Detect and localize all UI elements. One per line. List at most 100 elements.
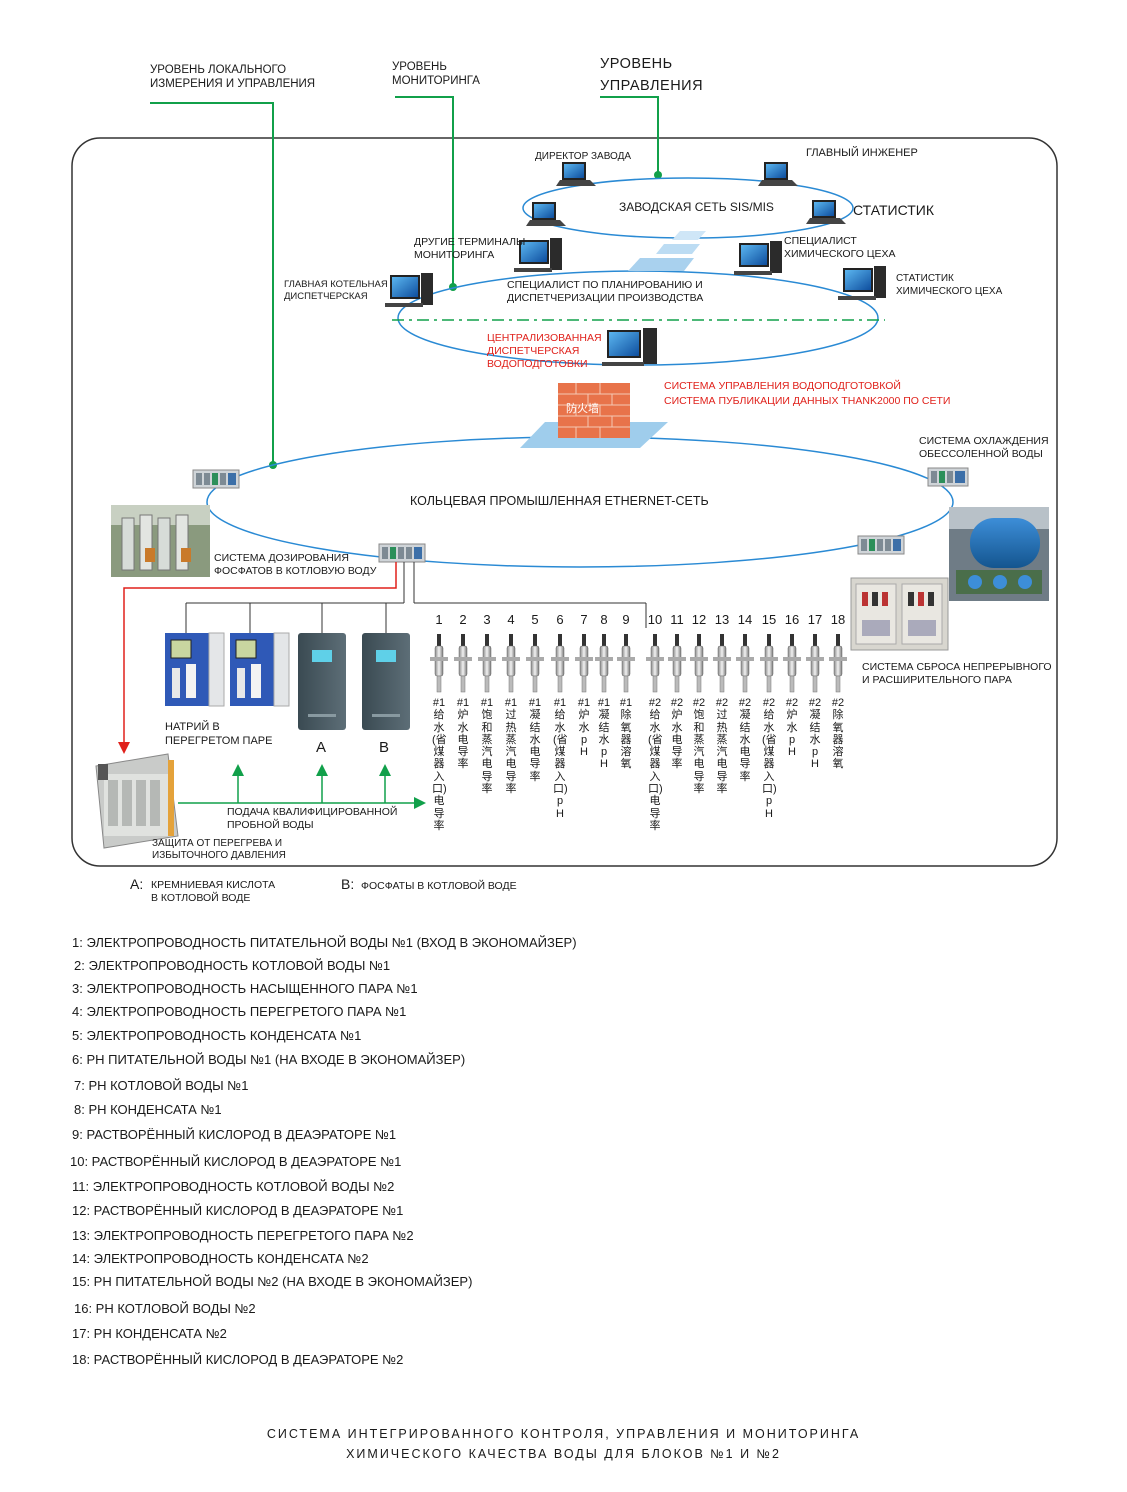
sensor-probe-icon xyxy=(713,634,731,693)
blowdown-system-photo xyxy=(850,577,949,651)
sensor-number: 11 xyxy=(670,612,684,627)
key-b-letter: B: xyxy=(341,876,355,892)
chief-engineer-label: ГЛАВНЫЙ ИНЖЕНЕР xyxy=(806,147,918,159)
analyzer-b-label: B xyxy=(379,739,390,756)
sensor-label: #2给水(省煤器入口)pH xyxy=(762,697,777,820)
sensor-probe-icon xyxy=(829,634,847,693)
workstation-icon xyxy=(514,238,562,272)
sodium-analyzer-label: НАТРИЙ В ПЕРЕГРЕТОМ ПАРЕ xyxy=(165,721,273,747)
sensor-number: 5 xyxy=(531,612,539,627)
analyzer-a-label: A xyxy=(316,739,327,756)
key-a-text: КРЕМНИЕВАЯ КИСЛОТА В КОТЛОВОЙ ВОДЕ xyxy=(151,879,276,904)
statistician-label: СТАТИСТИК xyxy=(853,202,935,218)
sensor-number: 12 xyxy=(691,612,707,627)
sensor-label: #1给水(省煤器入口)电导率 xyxy=(432,697,447,832)
control-level-node xyxy=(654,171,662,179)
laptop-icon xyxy=(556,162,596,186)
legend-item: 6: PH ПИТАТЕЛЬНОЙ ВОДЫ №1 (НА ВХОДЕ В ЭК… xyxy=(72,1052,466,1067)
legend-item: 17: PH КОНДЕНСАТА №2 xyxy=(72,1326,227,1341)
sensor-probe-icon xyxy=(617,634,635,693)
sensor-label: #2凝结水电导率 xyxy=(738,697,752,783)
control-system-label: СИСТЕМА УПРАВЛЕНИЯ ВОДОПОДГОТОВКОЙ СИСТЕ… xyxy=(664,380,951,407)
plc-module-icon xyxy=(192,469,240,489)
ethernet-ring-label: КОЛЬЦЕВАЯ ПРОМЫШЛЕННАЯ ETHERNET-СЕТЬ xyxy=(410,494,709,508)
monitoring-level-label: УРОВЕНЬ МОНИТОРИНГА xyxy=(392,61,480,87)
sensor-number: 16 xyxy=(784,612,800,627)
sensor-probe-icon xyxy=(760,634,778,693)
data-flow-plate xyxy=(656,244,700,254)
sensor-probe-icon xyxy=(478,634,496,693)
sensor-number: 7 xyxy=(580,612,588,627)
cooling-system-photo xyxy=(949,507,1049,601)
legend-item: 7: PH КОТЛОВОЙ ВОДЫ №1 xyxy=(74,1078,249,1093)
sensor-number: 2 xyxy=(459,612,467,627)
sensor-probe-icon xyxy=(526,634,544,693)
sensor-number: 13 xyxy=(714,612,730,627)
legend-item: 5: ЭЛЕКТРОПРОВОДНОСТЬ КОНДЕНСАТА №1 xyxy=(72,1028,362,1043)
sensor-probe-icon xyxy=(575,634,593,693)
blowdown-label: СИСТЕМА СБРОСА НЕПРЕРЫВНОГО И РАСШИРИТЕЛ… xyxy=(862,661,1052,686)
sensor-probe-icon xyxy=(668,634,686,693)
sensor-probe-icon xyxy=(551,634,569,693)
legend-item: 13: ЭЛЕКТРОПРОВОДНОСТЬ ПЕРЕГРЕТОГО ПАРА … xyxy=(72,1228,414,1243)
sensor-label: #1炉水电导率 xyxy=(456,697,470,771)
sensor-probe-icon xyxy=(595,634,613,693)
phosphate-analyzer-cabinet xyxy=(362,633,410,730)
sensor-number: 4 xyxy=(507,612,515,627)
planning-label: СПЕЦИАЛИСТ ПО ПЛАНИРОВАНИЮ И ДИСПЕТЧЕРИЗ… xyxy=(507,279,704,304)
sodium-analyzer-cabinet xyxy=(165,632,225,707)
sensor-label: #2饱和蒸汽电导率 xyxy=(692,697,706,796)
plc-module-icon xyxy=(927,467,969,487)
analyzer-bus xyxy=(185,562,647,633)
plc-module-icon xyxy=(378,543,426,563)
sensor-probe-icon xyxy=(783,634,801,693)
sensor-label: #1给水(省煤器入口)pH xyxy=(553,697,568,820)
data-flow-plate xyxy=(628,258,694,271)
sensor-label: #2给水(省煤器入口)电导率 xyxy=(648,697,663,832)
legend-item: 12: РАСТВОРЁННЫЙ КИСЛОРОД В ДЕАЭРАТОРЕ №… xyxy=(72,1203,404,1218)
sensor-label: #2过热蒸汽电导率 xyxy=(715,697,729,796)
legend-item: 14: ЭЛЕКТРОПРОВОДНОСТЬ КОНДЕНСАТА №2 xyxy=(72,1251,369,1266)
legend-item: 1: ЭЛЕКТРОПРОВОДНОСТЬ ПИТАТЕЛЬНОЙ ВОДЫ №… xyxy=(72,935,577,950)
firewall-bricks xyxy=(558,383,630,438)
workstation-icon xyxy=(602,328,657,366)
sodium-analyzer-cabinet xyxy=(230,632,290,707)
workstation-icon xyxy=(734,241,782,275)
sensor-probes xyxy=(430,634,847,693)
laptop-icon xyxy=(806,200,846,224)
firewall-label: 防火墙 xyxy=(566,403,599,415)
laptop-icon xyxy=(758,162,798,186)
sensor-number: 14 xyxy=(737,612,753,627)
level-lines xyxy=(150,96,659,465)
key-a-letter: A: xyxy=(130,876,144,892)
legend-item: 4: ЭЛЕКТРОПРОВОДНОСТЬ ПЕРЕГРЕТОГО ПАРА №… xyxy=(72,1004,407,1019)
chem-specialist-label: СПЕЦИАЛИСТ ХИМИЧЕСКОГО ЦЕХА xyxy=(784,235,896,260)
sample-feed-label: ПОДАЧА КВАЛИФИЦИРОВАННОЙ ПРОБНОЙ ВОДЫ xyxy=(227,806,398,831)
chem-statistician-label: СТАТИСТИК ХИМИЧЕСКОГО ЦЕХА xyxy=(896,273,1003,297)
legend-item: 2: ЭЛЕКТРОПРОВОДНОСТЬ КОТЛОВОЙ ВОДЫ №1 xyxy=(74,958,391,973)
legend-item: 3: ЭЛЕКТРОПРОВОДНОСТЬ НАСЫЩЕННОГО ПАРА №… xyxy=(72,981,418,996)
protection-label: ЗАЩИТА ОТ ПЕРЕГРЕВА И ИЗБЫТОЧНОГО ДАВЛЕН… xyxy=(152,838,286,861)
dosing-red-line xyxy=(118,562,397,754)
system-frame xyxy=(71,137,1058,867)
director-label: ДИРЕКТОР ЗАВОДА xyxy=(535,151,632,162)
protection-rack-photo xyxy=(95,753,179,849)
key-b-text: ФОСФАТЫ В КОТЛОВОЙ ВОДЕ xyxy=(361,880,517,892)
local-level-label: УРОВЕНЬ ЛОКАЛЬНОГО ИЗМЕРЕНИЯ И УПРАВЛЕНИ… xyxy=(150,64,316,90)
sensor-probe-icon xyxy=(430,634,448,693)
silica-analyzer-cabinet xyxy=(298,633,346,730)
sensor-number: 15 xyxy=(761,612,777,627)
legend-item: 18: РАСТВОРЁННЫЙ КИСЛОРОД В ДЕАЭРАТОРЕ №… xyxy=(72,1352,404,1367)
sensor-probe-icon xyxy=(736,634,754,693)
sis-mis-label: ЗАВОДСКАЯ СЕТЬ SIS/MIS xyxy=(619,200,774,214)
sensor-label: #2炉水pH xyxy=(785,697,799,759)
sensor-label: #1凝结水pH xyxy=(597,697,611,771)
sensor-probe-icon xyxy=(806,634,824,693)
plc-module-icon xyxy=(857,535,905,555)
legend-item: 10: РАСТВОРЁННЫЙ КИСЛОРОД В ДЕАЭРАТОРЕ №… xyxy=(70,1154,402,1169)
sensor-label: #2凝结水pH xyxy=(808,697,822,771)
other-terminals-label: ДРУГИЕ ТЕРМИНАЛЫ МОНИТОРИНГА xyxy=(414,236,526,261)
legend-item: 8: PH КОНДЕНСАТА №1 xyxy=(74,1102,222,1117)
control-level-label: УРОВЕНЬ УПРАВЛЕНИЯ xyxy=(600,56,704,94)
